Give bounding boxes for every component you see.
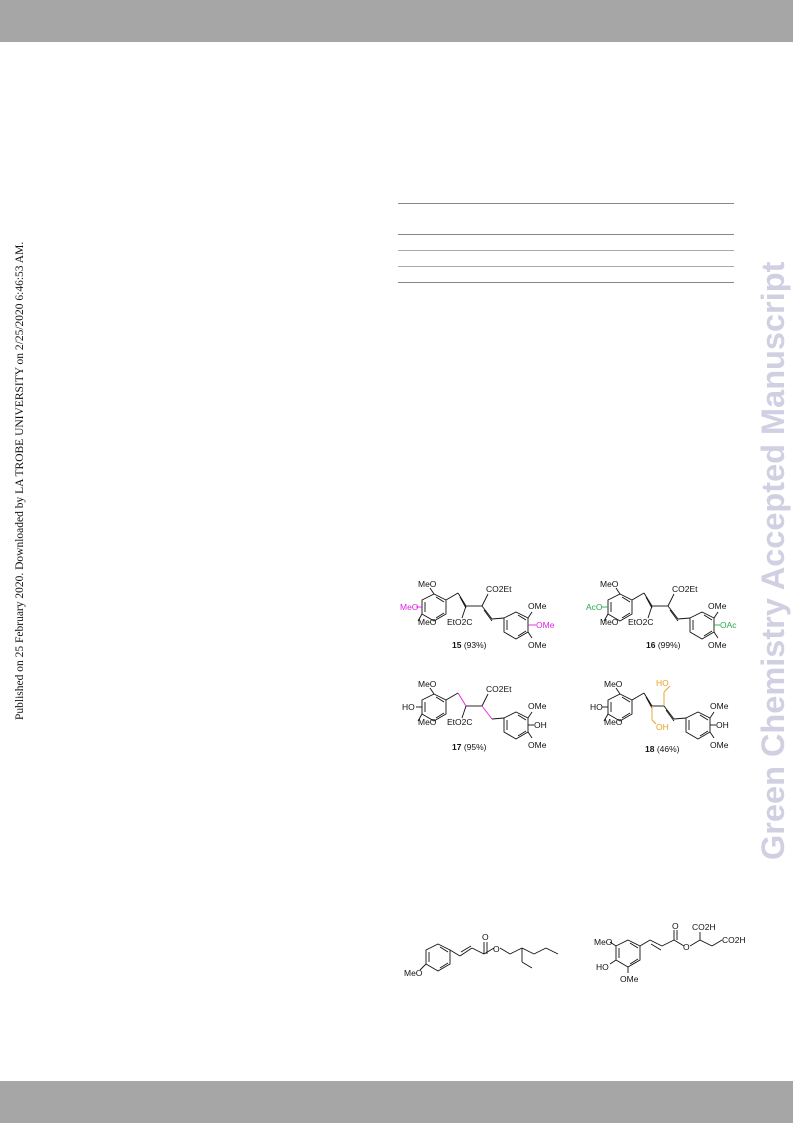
label-oh-right: OH bbox=[534, 720, 547, 730]
compound-number-16: 16 bbox=[646, 640, 656, 650]
compound-number-18: 18 bbox=[645, 744, 655, 754]
compound-yield-17: (95%) bbox=[463, 742, 487, 752]
compound-yield-18: (46%) bbox=[656, 744, 680, 754]
label-meo-top-left: MeO bbox=[604, 679, 623, 689]
structure-18: MeO HO MeO HO OH OMe OH OMe bbox=[590, 678, 729, 750]
label-ome: OMe bbox=[620, 974, 639, 984]
compound-yield-16: (99%) bbox=[657, 640, 681, 650]
label-meo-top-left: MeO bbox=[600, 579, 619, 589]
label-ome-bottom-right: OMe bbox=[528, 640, 547, 650]
label-co2et: CO2Et bbox=[486, 584, 512, 594]
structure-15: MeO MeO MeO CO2Et EtO2C OMe OMe OMe bbox=[400, 579, 555, 650]
label-co2et: CO2Et bbox=[486, 684, 512, 694]
top-band bbox=[0, 0, 793, 42]
table-rule-row-2 bbox=[398, 266, 734, 267]
label-ome-top-right: OMe bbox=[708, 601, 727, 611]
caption-15: 15 (93%) bbox=[452, 640, 487, 650]
label-oac-right: OAc bbox=[720, 620, 737, 630]
label-meo-bottom-left: MeO bbox=[418, 717, 437, 727]
table-rule-top bbox=[398, 203, 734, 204]
publication-notice: Published on 25 February 2020. Downloade… bbox=[4, 242, 26, 720]
label-ome-top-right: OMe bbox=[710, 701, 729, 711]
label-eto2c: EtO2C bbox=[447, 617, 473, 627]
label-co2h-right: CO2H bbox=[722, 935, 746, 945]
label-meo-bottom-left: MeO bbox=[418, 617, 437, 627]
compound-yield-15: (93%) bbox=[463, 640, 487, 650]
structure-ethylhexyl-methoxycinnamate: MeO O O bbox=[404, 932, 559, 978]
label-meo-top-left: MeO bbox=[418, 679, 437, 689]
table-rule-header bbox=[398, 234, 734, 235]
compound-number-17: 17 bbox=[452, 742, 462, 752]
structure-16: MeO AcO MeO CO2Et EtO2C OMe OAc OMe bbox=[586, 579, 737, 650]
label-meo: MeO bbox=[594, 937, 613, 947]
table-rule-bottom bbox=[398, 282, 734, 283]
caption-17: 17 (95%) bbox=[452, 742, 487, 752]
compound-number-15: 15 bbox=[452, 640, 462, 650]
table-rule-row-1 bbox=[398, 250, 734, 251]
label-ome-bottom-right: OMe bbox=[710, 740, 729, 750]
label-co2h-top: CO2H bbox=[692, 922, 716, 932]
bottom-band bbox=[0, 1081, 793, 1123]
label-ome-bottom-right: OMe bbox=[708, 640, 727, 650]
label-ho-top: HO bbox=[656, 678, 669, 688]
watermark-text: Green Chemistry Accepted Manuscript bbox=[755, 261, 791, 860]
label-ho: HO bbox=[596, 962, 609, 972]
label-meo: MeO bbox=[404, 968, 423, 978]
label-oh-bottom: OH bbox=[656, 722, 669, 732]
label-eto2c: EtO2C bbox=[447, 717, 473, 727]
structure-sinapoyl-malate: MeO HO OMe O O CO2H CO2H bbox=[594, 921, 746, 984]
label-ho-left: HO bbox=[590, 702, 603, 712]
label-aco-left: AcO bbox=[586, 602, 603, 612]
label-ho-left: HO bbox=[402, 702, 415, 712]
label-ome-top-right: OMe bbox=[528, 601, 547, 611]
label-meo-bottom-left: MeO bbox=[604, 717, 623, 727]
caption-16: 16 (99%) bbox=[646, 640, 681, 650]
label-meo-top-left: MeO bbox=[418, 579, 437, 589]
label-ome-bottom-right: OMe bbox=[528, 740, 547, 750]
label-carbonyl-o: O bbox=[672, 921, 679, 931]
label-eto2c: EtO2C bbox=[628, 617, 654, 627]
label-oh-right: OH bbox=[716, 720, 729, 730]
label-meo-left: MeO bbox=[400, 602, 419, 612]
accepted-manuscript-watermark: Green Chemistry Accepted Manuscript bbox=[752, 261, 792, 860]
label-ester-o: O bbox=[683, 942, 690, 952]
label-carbonyl-o: O bbox=[482, 932, 489, 942]
label-ome-right: OMe bbox=[536, 620, 555, 630]
label-ester-o: O bbox=[493, 944, 500, 954]
publication-notice-text: Published on 25 February 2020. Downloade… bbox=[14, 241, 26, 720]
label-ome-top-right: OMe bbox=[528, 701, 547, 711]
caption-18: 18 (46%) bbox=[645, 744, 680, 754]
structure-17: MeO HO MeO CO2Et EtO2C OMe OH OMe bbox=[402, 679, 547, 750]
label-co2et: CO2Et bbox=[672, 584, 698, 594]
label-meo-bottom-left: MeO bbox=[600, 617, 619, 627]
